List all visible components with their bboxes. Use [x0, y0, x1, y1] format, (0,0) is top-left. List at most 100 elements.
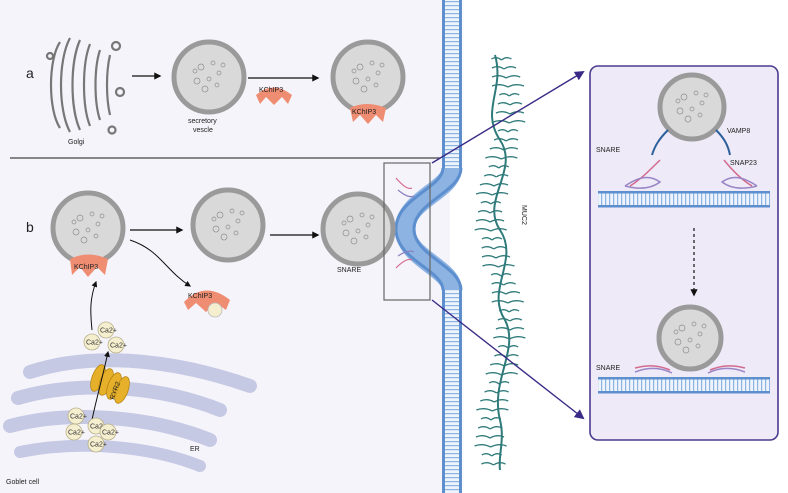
vesicle-granule: [373, 82, 379, 88]
vesicle-granule: [359, 212, 365, 218]
muc2-branch: [484, 390, 497, 394]
vesicle-granule: [691, 321, 697, 327]
muc2-branch: [490, 201, 502, 205]
arrow-to-inset-bottom: [431, 299, 585, 420]
vesicle-granule: [89, 211, 95, 217]
fusion-zoom-box: [383, 162, 431, 301]
muc2-branch: [496, 390, 509, 394]
muc2-branch: [503, 147, 519, 151]
muc2-branch: [501, 156, 518, 160]
vesicle-granule: [239, 210, 245, 216]
muc2-branch: [508, 309, 520, 313]
vesicle-granule: [697, 112, 703, 118]
vesicle-granule: [80, 236, 88, 244]
muc2-branch: [498, 165, 510, 169]
muc2-branch: [493, 399, 509, 403]
muc2-label: MUC2: [520, 205, 527, 225]
vesicle-granule: [350, 237, 358, 245]
muc2-branch: [489, 219, 505, 223]
vesicle-granule: [346, 215, 354, 223]
muc2-branch: [507, 345, 519, 349]
muc2-branch: [509, 102, 523, 106]
calcium-ion-label: Ca2+: [68, 430, 85, 437]
muc2-branch: [474, 228, 491, 232]
kchip3-released-label-b: KChIP3: [188, 293, 212, 300]
muc2-branch: [493, 336, 510, 340]
vesicle-granule: [72, 228, 80, 236]
calcium-ion: Ca2+: [83, 333, 103, 351]
snap23-protein: [624, 159, 758, 189]
vesicle-granule: [212, 225, 220, 233]
vesicle-granule: [201, 85, 209, 93]
muc2-branch: [501, 372, 518, 376]
muc2-branch: [495, 174, 509, 178]
vesicle-granule: [693, 90, 699, 96]
muc2-branch: [481, 246, 495, 250]
vesicle-granule: [699, 100, 705, 106]
muc2-branch: [489, 363, 505, 367]
vesicle-granule: [229, 208, 235, 214]
muc2-branch: [485, 156, 502, 160]
vesicle-granule: [71, 219, 77, 225]
vesicle-granule: [379, 62, 385, 68]
muc2-branch: [498, 381, 510, 385]
muc2-branch: [489, 435, 505, 439]
muc2-branch: [503, 363, 519, 367]
vesicle-granule: [225, 224, 231, 230]
muc2-branch: [501, 57, 512, 61]
muc2-branch: [493, 246, 507, 250]
muc2-branch: [477, 426, 491, 430]
vamp8-label: VAMP8: [727, 128, 750, 135]
muc2-branch: [480, 417, 492, 421]
vesicle-granule: [193, 77, 201, 85]
vesicle-granule: [210, 60, 216, 66]
muc2-branch: [495, 327, 511, 331]
muc2-branch: [507, 84, 525, 88]
vesicle-granule: [351, 68, 357, 74]
muc2-branch: [491, 192, 509, 196]
muc2-branch: [475, 219, 491, 223]
muc2-branch: [497, 345, 509, 349]
vesicle-granule: [360, 85, 368, 93]
vesicle-granule: [93, 233, 99, 239]
muc2-branch: [491, 237, 503, 241]
inset-snare-top-label: SNARE: [596, 147, 620, 154]
inset-membrane-top: [598, 191, 770, 208]
vesicle-granule: [695, 343, 701, 349]
calcium-ion-label: Ca2+: [100, 328, 117, 335]
muc2-branch: [476, 408, 493, 412]
vesicle-granule: [216, 211, 224, 219]
muc2-branch: [491, 453, 503, 457]
calcium-ion-label: Ca2+: [90, 424, 107, 431]
vesicle-granule: [673, 329, 679, 335]
muc2-branch: [488, 381, 500, 385]
muc2-branch: [483, 174, 497, 178]
vesicle-granule: [365, 222, 371, 228]
snare-complex-zippered: [634, 365, 746, 374]
muc2-branch: [498, 264, 515, 268]
muc2-branch: [493, 462, 506, 466]
muc2-branch: [489, 210, 503, 214]
vesicle-granule: [76, 214, 84, 222]
muc2-branch: [493, 138, 507, 142]
snare-label-b: SNARE: [337, 267, 361, 274]
snap23-label: SNAP23: [730, 160, 757, 167]
muc2-branch: [475, 192, 493, 196]
muc2-branch: [505, 138, 519, 142]
muc2-branch: [494, 354, 507, 358]
muc2-branch: [508, 93, 520, 97]
snare-complex-mini: [395, 177, 415, 269]
muc2-branch: [477, 210, 491, 214]
vesicle-granule: [674, 338, 682, 346]
vesicle-granule: [233, 230, 239, 236]
inset-membrane-bottom: [598, 377, 770, 394]
calcium-ions: Ca2+Ca2+Ca2+Ca2+Ca2+Ca2+Ca2+Ca2+: [65, 321, 127, 453]
vesicle-granule: [206, 76, 212, 82]
vesicle-granule: [689, 106, 695, 112]
muc2-branch: [491, 300, 509, 304]
vesicle-granule: [369, 60, 375, 66]
muc2-branch: [509, 336, 526, 340]
muc2-branch: [503, 282, 516, 286]
muc2-branch: [492, 408, 509, 412]
